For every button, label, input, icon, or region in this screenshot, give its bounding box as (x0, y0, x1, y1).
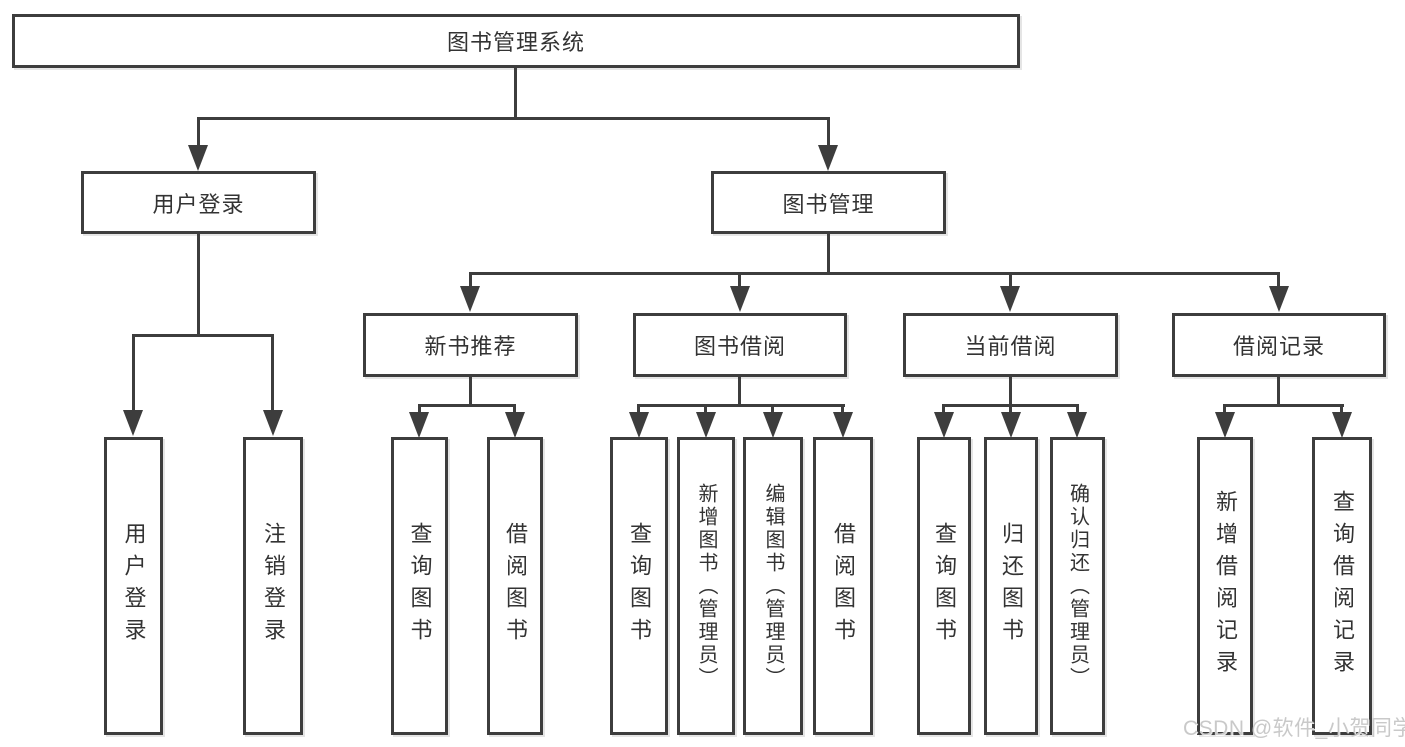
node-new-book-recommend: 新书推荐 (363, 313, 578, 377)
connector-branch (418, 404, 516, 407)
connector-drop (469, 274, 472, 288)
leaf-borrow-books-1-label: 借阅图书 (503, 522, 528, 650)
leaf-return-books-label: 归还图书 (999, 522, 1024, 650)
arrow-down-icon (188, 145, 208, 171)
leaf-return-books: 归还图书 (984, 437, 1038, 735)
connector-branch (637, 404, 845, 407)
leaf-query-books-1-label: 查询图书 (407, 522, 433, 650)
leaf-query-borrow-record: 查询借阅记录 (1312, 437, 1372, 735)
connector-stem (1009, 377, 1012, 406)
node-book-borrowing-label: 图书借阅 (693, 334, 786, 359)
connector-drop (132, 336, 135, 412)
node-root-label: 图书管理系统 (446, 30, 585, 55)
node-user-login: 用户登录 (81, 171, 316, 234)
node-book-management: 图书管理 (711, 171, 946, 234)
arrow-down-icon (123, 410, 143, 436)
arrow-down-icon (1001, 412, 1021, 438)
connector-drop (418, 406, 421, 414)
arrow-down-icon (934, 412, 954, 438)
connector-drop (1277, 274, 1280, 288)
connector-drop (841, 406, 844, 414)
leaf-query-books-2-label: 查询图书 (627, 522, 652, 650)
connector-stem (827, 234, 830, 272)
arrow-down-icon (1067, 412, 1087, 438)
arrow-down-icon (730, 286, 750, 312)
arrow-down-icon (1215, 412, 1235, 438)
leaf-query-books-2: 查询图书 (610, 437, 668, 735)
leaf-logout-label: 注销登录 (261, 522, 286, 650)
arrow-down-icon (263, 410, 283, 436)
connector-drop (637, 406, 640, 414)
connector-stem (738, 377, 741, 406)
node-root: 图书管理系统 (12, 14, 1020, 68)
connector-drop (513, 406, 516, 414)
leaf-query-books-1: 查询图书 (391, 437, 448, 735)
connector-drop (771, 406, 774, 414)
arrow-down-icon (1269, 286, 1289, 312)
leaf-borrow-books-2: 借阅图书 (813, 437, 873, 735)
connector-stem (197, 234, 200, 334)
leaf-add-book-admin-label: 新增图书（管理员） (695, 482, 717, 690)
connector-stem (469, 377, 472, 406)
leaf-query-borrow-record-label: 查询借阅记录 (1330, 490, 1355, 682)
connector-drop (271, 336, 274, 412)
arrow-down-icon (818, 145, 838, 171)
leaf-confirm-return-admin-label: 确认归还（管理员） (1066, 482, 1089, 690)
connector-drop (1076, 406, 1079, 414)
node-book-management-label: 图书管理 (782, 191, 875, 217)
node-current-borrowing-label: 当前借阅 (964, 334, 1057, 359)
leaf-borrow-books-1: 借阅图书 (487, 437, 543, 735)
node-borrow-records-label: 借阅记录 (1232, 334, 1325, 359)
connector-drop (827, 119, 830, 147)
connector-stem (514, 68, 517, 117)
connector-branch (197, 117, 830, 120)
arrow-down-icon (409, 412, 429, 438)
leaf-add-borrow-record: 新增借阅记录 (1197, 437, 1253, 735)
arrow-down-icon (505, 412, 525, 438)
node-book-borrowing: 图书借阅 (633, 313, 847, 377)
connector-drop (942, 406, 945, 414)
leaf-borrow-books-2-label: 借阅图书 (831, 522, 856, 650)
leaf-add-book-admin: 新增图书（管理员） (677, 437, 735, 735)
arrow-down-icon (1332, 412, 1352, 438)
connector-drop (1009, 406, 1012, 414)
connector-drop (1340, 406, 1343, 414)
connector-branch (132, 334, 274, 337)
connector-drop (1009, 274, 1012, 288)
csdn-watermark: CSDN @软件_小贺同学 (1183, 717, 1405, 740)
leaf-user-login-label: 用户登录 (121, 522, 147, 650)
node-borrow-records: 借阅记录 (1172, 313, 1386, 377)
connector-drop (704, 406, 707, 414)
node-current-borrowing: 当前借阅 (903, 313, 1118, 377)
leaf-user-login: 用户登录 (104, 437, 163, 735)
connector-drop (197, 119, 200, 147)
leaf-add-borrow-record-label: 新增借阅记录 (1213, 490, 1238, 682)
leaf-edit-book-admin: 编辑图书（管理员） (743, 437, 803, 735)
arrow-down-icon (763, 412, 783, 438)
leaf-query-books-3: 查询图书 (917, 437, 971, 735)
arrow-down-icon (833, 412, 853, 438)
connector-drop (738, 274, 741, 288)
node-new-book-recommend-label: 新书推荐 (424, 334, 517, 359)
arrow-down-icon (460, 286, 480, 312)
leaf-query-books-3-label: 查询图书 (932, 522, 957, 650)
leaf-edit-book-admin-label: 编辑图书（管理员） (762, 482, 784, 690)
connector-branch (942, 404, 1079, 407)
connector-stem (1277, 377, 1280, 406)
arrow-down-icon (696, 412, 716, 438)
node-user-login-label: 用户登录 (152, 191, 245, 217)
leaf-logout: 注销登录 (243, 437, 303, 735)
connector-branch (469, 272, 1280, 275)
connector-drop (1223, 406, 1226, 414)
connector-branch (1223, 404, 1344, 407)
arrow-down-icon (1000, 286, 1020, 312)
arrow-down-icon (629, 412, 649, 438)
leaf-confirm-return-admin: 确认归还（管理员） (1050, 437, 1105, 735)
